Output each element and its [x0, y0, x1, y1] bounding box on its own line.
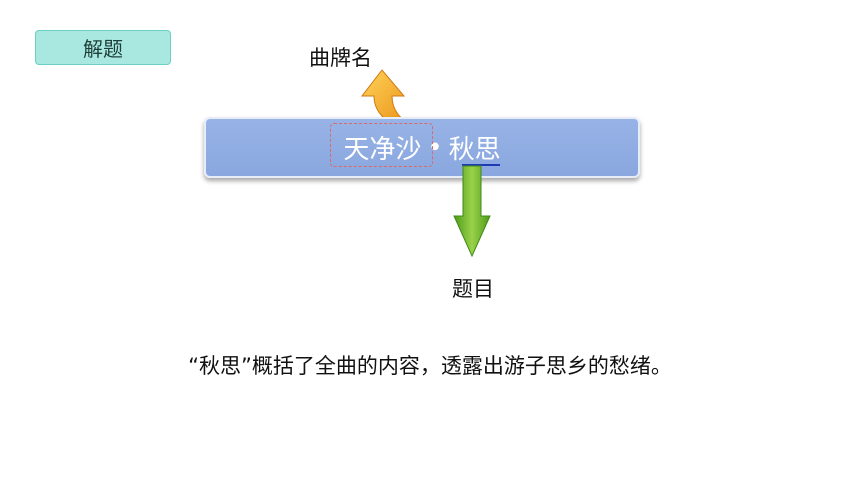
title-text: 天净沙 • 秋思 — [206, 119, 638, 176]
qupai-highlight-frame — [330, 123, 433, 167]
section-badge: 解题 — [35, 30, 171, 65]
title-box: 天净沙 • 秋思 — [204, 117, 640, 178]
timu-underline — [462, 164, 500, 166]
timu-label: 题目 — [452, 277, 494, 301]
qupai-label: 曲牌名 — [309, 46, 372, 70]
explanation-sentence: “秋思”概括了全曲的内容，透露出游子思乡的愁绪。 — [188, 354, 672, 378]
title-timu: 秋思 — [448, 135, 501, 165]
arrow-down-icon — [453, 165, 491, 258]
title-qupai: 天净沙 — [343, 135, 422, 165]
section-badge-label: 解题 — [83, 37, 123, 61]
title-separator: • — [427, 132, 443, 163]
